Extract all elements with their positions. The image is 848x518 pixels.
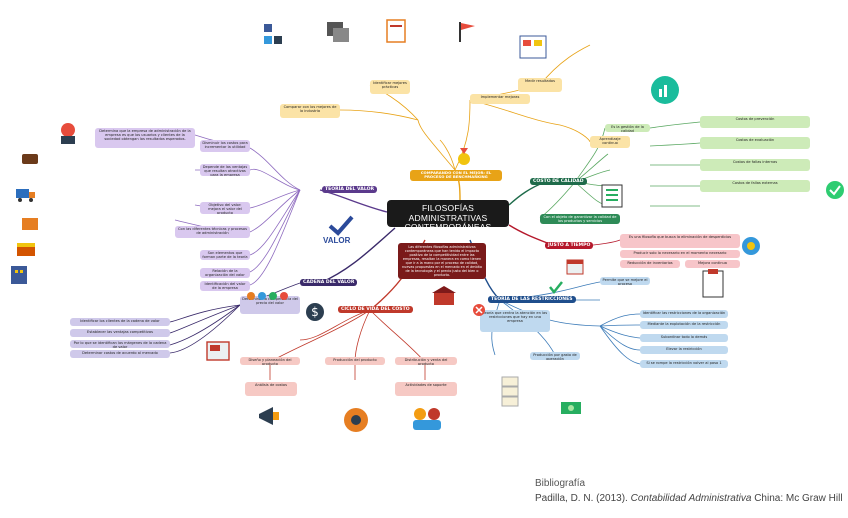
bench-node-3: Implementar mejoras (470, 94, 530, 104)
justo-node-1: Es una filosofía que busca la eliminació… (620, 234, 740, 248)
valor-node-5: Con las diferentes técnicas y procesos d… (175, 226, 250, 238)
restricciones-node-4: Identificar las restricciones de la orga… (640, 310, 728, 318)
calidad-node-6: Con el objeto de garantizar la calidad d… (540, 214, 620, 224)
checklist-icon (601, 184, 623, 208)
shop-icon (17, 243, 35, 256)
central-title-line1: FILOSOFÍAS ADMINISTRATIVAS (408, 203, 488, 223)
bench-node-1: Comparar con los mejores de la industria (280, 104, 340, 118)
document-icon (386, 19, 406, 43)
ciclo-node-3: Distribución y venta del producto (395, 357, 457, 365)
growth-chart-icon (651, 76, 679, 104)
restricciones-node-7: Elevar la restricción (640, 346, 728, 354)
calidad-node-1: Es la gestión de la calidad (605, 124, 650, 132)
flag-icon (459, 22, 475, 42)
bibliography-entry: Padilla, D. N. (2013). Contabilidad Admi… (535, 493, 843, 504)
branch-cadena-valor: CADENA DEL VALOR (300, 279, 358, 287)
branch-teoria-valor: TEORÍA DEL VALOR (322, 186, 378, 194)
valor-node-3: Depende de las ventajas que resultan atr… (200, 164, 250, 176)
blocks-icon (264, 24, 282, 44)
bibliography-book: Contabilidad Administrativa (630, 493, 752, 504)
truck-icon (16, 189, 35, 202)
cadena-node-4: Determinar costos de acuerdo al mercado (70, 350, 170, 358)
valor-label: VALOR (323, 236, 351, 245)
calidad-node-5: Costos de fallas externas (700, 180, 810, 192)
cadena-node-3: Por lo que se identifican los márgenes d… (70, 340, 170, 348)
valor-node-7: Relación de la organización del valor (200, 268, 250, 278)
clipboard-icon (702, 269, 724, 298)
globe-gear-icon (742, 237, 760, 255)
justo-node-3: Reducción de inventarios (620, 260, 680, 268)
checkmark-icon (549, 281, 563, 294)
bench-node-2: Identificar mejores prácticas (370, 80, 410, 94)
justo-node-2: Producir solo lo necesario en el momento… (620, 250, 740, 258)
exchange-icon (327, 22, 349, 42)
people-meeting-icon (413, 408, 441, 430)
stacked-products-icon (501, 376, 519, 407)
valor-node-2: Disminuir los costos para incrementar la… (200, 140, 250, 152)
calidad-node-4: Costos de fallas internas (700, 159, 810, 171)
valor-node-8: Identificación del valor de la empresa (200, 281, 250, 291)
justo-node-4: Mejora continua (685, 260, 740, 268)
restricciones-node-3: Producción por gasto de operación (530, 352, 580, 360)
ciclo-node-4: Análisis de costos (245, 382, 297, 396)
valor-node-1: Determina que la empresa de administraci… (95, 128, 195, 148)
cadena-node-2: Establecer las ventajas competitivas (70, 329, 170, 337)
valor-check-icon (328, 215, 354, 236)
svg-text:$: $ (311, 305, 319, 319)
bibliography-publisher: China: Mc Graw Hill (754, 493, 843, 504)
green-check-circle-icon (826, 181, 844, 199)
medal-icon (458, 148, 470, 165)
dashboard-board-icon (519, 35, 547, 59)
calendar-clock-icon (566, 259, 584, 275)
restricciones-node-8: Si se rompe la restricción volver al pas… (640, 360, 728, 368)
valor-node-4: Objetivo del valor: mejora el valor del … (200, 202, 250, 214)
central-title-line2: CONTEMPORÁNEAS (404, 222, 492, 232)
chocolate-icon (22, 154, 38, 164)
central-topic: FILOSOFÍAS ADMINISTRATIVAS CONTEMPORÁNEA… (387, 200, 509, 232)
restricciones-node-1: Teoría que centra la atención en las res… (480, 310, 550, 332)
newspaper-icon (206, 341, 230, 361)
ciclo-node-1: Diseño y planeación del producto (240, 357, 300, 365)
restricciones-node-5: Mediante la explotación de la restricció… (640, 321, 728, 329)
branch-costo-calidad: COSTO DE CALIDAD (530, 178, 587, 186)
valor-logo (324, 214, 358, 246)
calidad-node-2: Costos de prevención (700, 116, 810, 128)
dollar-icon: $ (306, 303, 324, 321)
calidad-node-3: Costos de evaluación (700, 137, 810, 149)
bench-node-5: Aprendizaje continuo (590, 136, 630, 148)
cadena-node-1: Identificar los clientes de la cadena de… (70, 318, 170, 326)
box-icon (22, 218, 38, 230)
money-icon (561, 402, 581, 414)
bank-people-icon (61, 123, 75, 144)
ciclo-node-5: Actividades de soporte (395, 382, 457, 396)
megaphone-icon (259, 407, 279, 425)
gears-icon (344, 408, 368, 432)
valor-node-6: Son elementos que forman parte de la teo… (200, 250, 250, 260)
branch-benchmarking: COMPARANDO CON EL MEJOR: EL PROCESO DE B… (410, 170, 502, 181)
x-mark-icon (473, 304, 485, 316)
bibliography-author: Padilla, D. N. (2013). (535, 493, 628, 504)
intro-text: Las diferentes filosofías administrativa… (398, 243, 486, 279)
branch-ciclo-vida: CICLO DE VIDA DEL COSTO (338, 306, 413, 314)
restricciones-node-2: Permite que se mejore el proceso (600, 277, 650, 285)
cadena-node-5: Determinar la competencia del precio del… (240, 296, 300, 314)
institution-icon (432, 286, 456, 305)
ciclo-node-2: Producción del producto (325, 357, 385, 365)
bibliography-title: Bibliografía (535, 478, 586, 489)
restricciones-node-6: Subordinar todo lo demás (640, 334, 728, 342)
building-icon (11, 266, 27, 284)
bench-node-4: Medir resultados (518, 78, 562, 92)
people-chain-icon (247, 292, 288, 300)
branch-restricciones: TEORÍA DE LAS RESTRICCIONES (488, 296, 576, 304)
branch-justo-tiempo: JUSTO A TIEMPO (545, 242, 594, 250)
